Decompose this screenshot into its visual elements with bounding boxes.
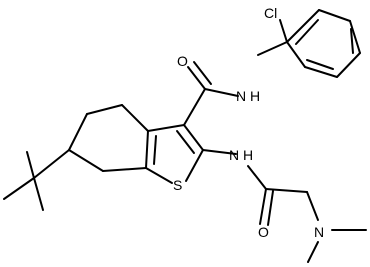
atom-label-n-amide-2: N: [229, 147, 239, 163]
bond-th-c7a-c3a: [145, 130, 149, 169]
bond-n-me-2: [307, 241, 319, 263]
bond-nh-carbonyl: [247, 165, 267, 190]
bond-aryl-c4-c5: [336, 52, 361, 78]
bond-th-c7a-c3a-double: [153, 135, 157, 165]
bond-cy-c5-c6: [68, 113, 88, 151]
bond-layer: [3, 9, 367, 263]
bond-tbu-me-3: [33, 177, 44, 211]
bond-c2-nh: [202, 149, 237, 155]
bond-cy-c6-c7: [68, 149, 104, 172]
bond-ch2-n: [306, 191, 319, 221]
bond-aryl-c3-c4: [349, 20, 361, 54]
bond-carbonyl-ring: [183, 88, 206, 126]
atom-label-o-carbonyl-2: O: [258, 224, 269, 240]
bond-cy-c3a-c4: [121, 104, 149, 132]
bond-th-c3-c3a: [147, 124, 185, 132]
bond-tbu-attach: [33, 149, 70, 179]
bond-aryl-inner-3: [306, 59, 334, 70]
bond-carbonyl2-o: [259, 188, 267, 225]
bond-tbu-me-2: [3, 177, 35, 200]
bond-aryl-inner-1: [295, 19, 319, 45]
bond-carbonyl-o: [187, 66, 206, 90]
bond-n-carbonyl: [204, 88, 239, 97]
atom-label-n-amide-1: N: [236, 88, 246, 104]
atom-label-h-amide-1: H: [250, 88, 260, 104]
bond-aryl-c6-c1: [286, 41, 306, 68]
bond-c-cl: [279, 19, 288, 43]
bond-aryl-n: [257, 41, 288, 56]
bond-carbonyl-o-double: [193, 61, 212, 85]
atom-label-h-amide-2: H: [243, 147, 253, 163]
atom-label-cl: Cl: [264, 5, 277, 21]
bond-carbonyl2-ch2: [265, 188, 308, 193]
bond-th-c3-c2-double: [176, 130, 195, 154]
bond-tbu-me-1: [26, 151, 35, 179]
atom-label-layer: Cl O N H S N H O N: [173, 5, 324, 240]
bond-aryl-inner-2: [350, 28, 354, 54]
bond-th-c3-c2: [183, 124, 204, 151]
bond-cy-c7-c7a: [102, 167, 147, 172]
bond-th-s-c7a: [145, 167, 173, 184]
atom-label-s-thiophene: S: [173, 177, 182, 193]
atom-label-o-carbonyl-1: O: [177, 53, 188, 69]
bond-th-c2-s: [185, 149, 204, 182]
bond-carbonyl2-o-double: [267, 190, 274, 226]
bond-cy-c4-c5: [86, 104, 123, 115]
bond-aryl-c2-c3: [318, 9, 351, 22]
atom-label-n-amine: N: [314, 224, 324, 240]
bond-aryl-c5-c6: [304, 66, 338, 78]
bond-aryl-c1-c2: [286, 9, 320, 43]
